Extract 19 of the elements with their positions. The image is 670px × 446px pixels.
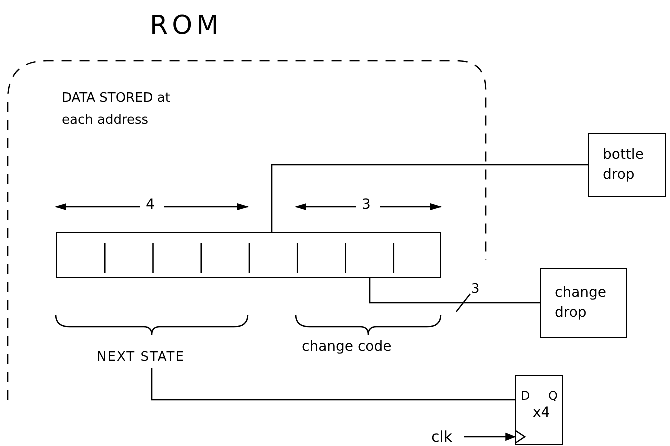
pin-label: Q: [548, 390, 558, 402]
dimension-label: 3: [362, 198, 371, 212]
connector-line: [369, 278, 540, 304]
count-label: x4: [533, 406, 550, 420]
edge-label: 3: [472, 283, 480, 296]
dimension-label: 4: [146, 198, 155, 212]
connector-line: [151, 368, 515, 401]
flip-flop-box: [515, 375, 563, 445]
block-description: DATA STORED at each address: [62, 90, 172, 130]
arrow: [464, 432, 516, 442]
output-box: change drop: [540, 268, 627, 338]
output-box: bottle drop: [588, 133, 666, 197]
signal-label: NEXT STATE: [74, 348, 208, 368]
pin-label: D: [521, 390, 530, 402]
field-label: change code: [302, 340, 392, 354]
connector-line: [271, 164, 588, 232]
register-cells: [56, 232, 441, 278]
block-title: ROM: [150, 10, 223, 43]
signal-label: clk: [424, 427, 460, 446]
